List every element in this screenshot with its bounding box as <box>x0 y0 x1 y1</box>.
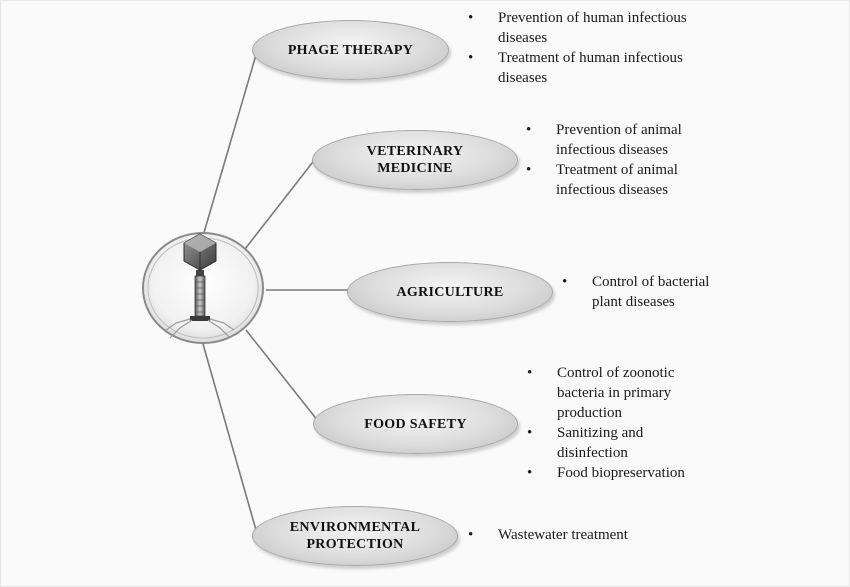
phage-hub <box>140 230 266 346</box>
bullet-item: Treatment of animal infectious diseases <box>526 160 726 200</box>
branch-label-veterinary-medicine: VETERINARY MEDICINE <box>366 144 464 176</box>
branch-node-veterinary-medicine: VETERINARY MEDICINE <box>312 130 518 190</box>
branch-node-environmental-protection: ENVIRONMENTAL PROTECTION <box>252 506 458 566</box>
bullet-list-phage-therapy: Prevention of human infectious diseases … <box>468 8 728 88</box>
connector-veterinary-medicine <box>244 157 317 250</box>
connector-food-safety <box>245 329 319 422</box>
bacteriophage-icon <box>142 232 264 344</box>
bullet-item: Treatment of human infectious diseases <box>468 48 728 88</box>
branch-label-phage-therapy: PHAGE THERAPY <box>287 42 414 58</box>
bullet-list-environmental-protection: Wastewater treatment <box>468 525 688 545</box>
branch-node-phage-therapy: PHAGE THERAPY <box>252 20 449 80</box>
bullet-list-agriculture: Control of bacterial plant diseases <box>562 272 712 312</box>
bullet-list-veterinary-medicine: Prevention of animal infectious diseases… <box>526 120 726 200</box>
branch-label-environmental-protection: ENVIRONMENTAL PROTECTION <box>289 520 421 552</box>
bullet-item: Prevention of human infectious diseases <box>468 8 728 48</box>
bullet-item: Control of zoonotic bacteria in primary … <box>527 363 717 423</box>
bullet-item: Wastewater treatment <box>468 525 688 545</box>
connector-environmental-protection <box>202 343 257 531</box>
branch-label-food-safety: FOOD SAFETY <box>364 416 467 432</box>
branch-node-agriculture: AGRICULTURE <box>347 262 553 322</box>
branch-node-food-safety: FOOD SAFETY <box>313 394 518 454</box>
bullet-list-food-safety: Control of zoonotic bacteria in primary … <box>527 363 717 483</box>
bullet-item: Control of bacterial plant diseases <box>562 272 712 312</box>
bullet-item: Prevention of animal infectious diseases <box>526 120 726 160</box>
bullet-item: Sanitizing and disinfection <box>527 423 717 463</box>
bullet-item: Food biopreservation <box>527 463 717 483</box>
connector-phage-therapy <box>202 47 259 237</box>
branch-label-agriculture: AGRICULTURE <box>396 284 504 300</box>
